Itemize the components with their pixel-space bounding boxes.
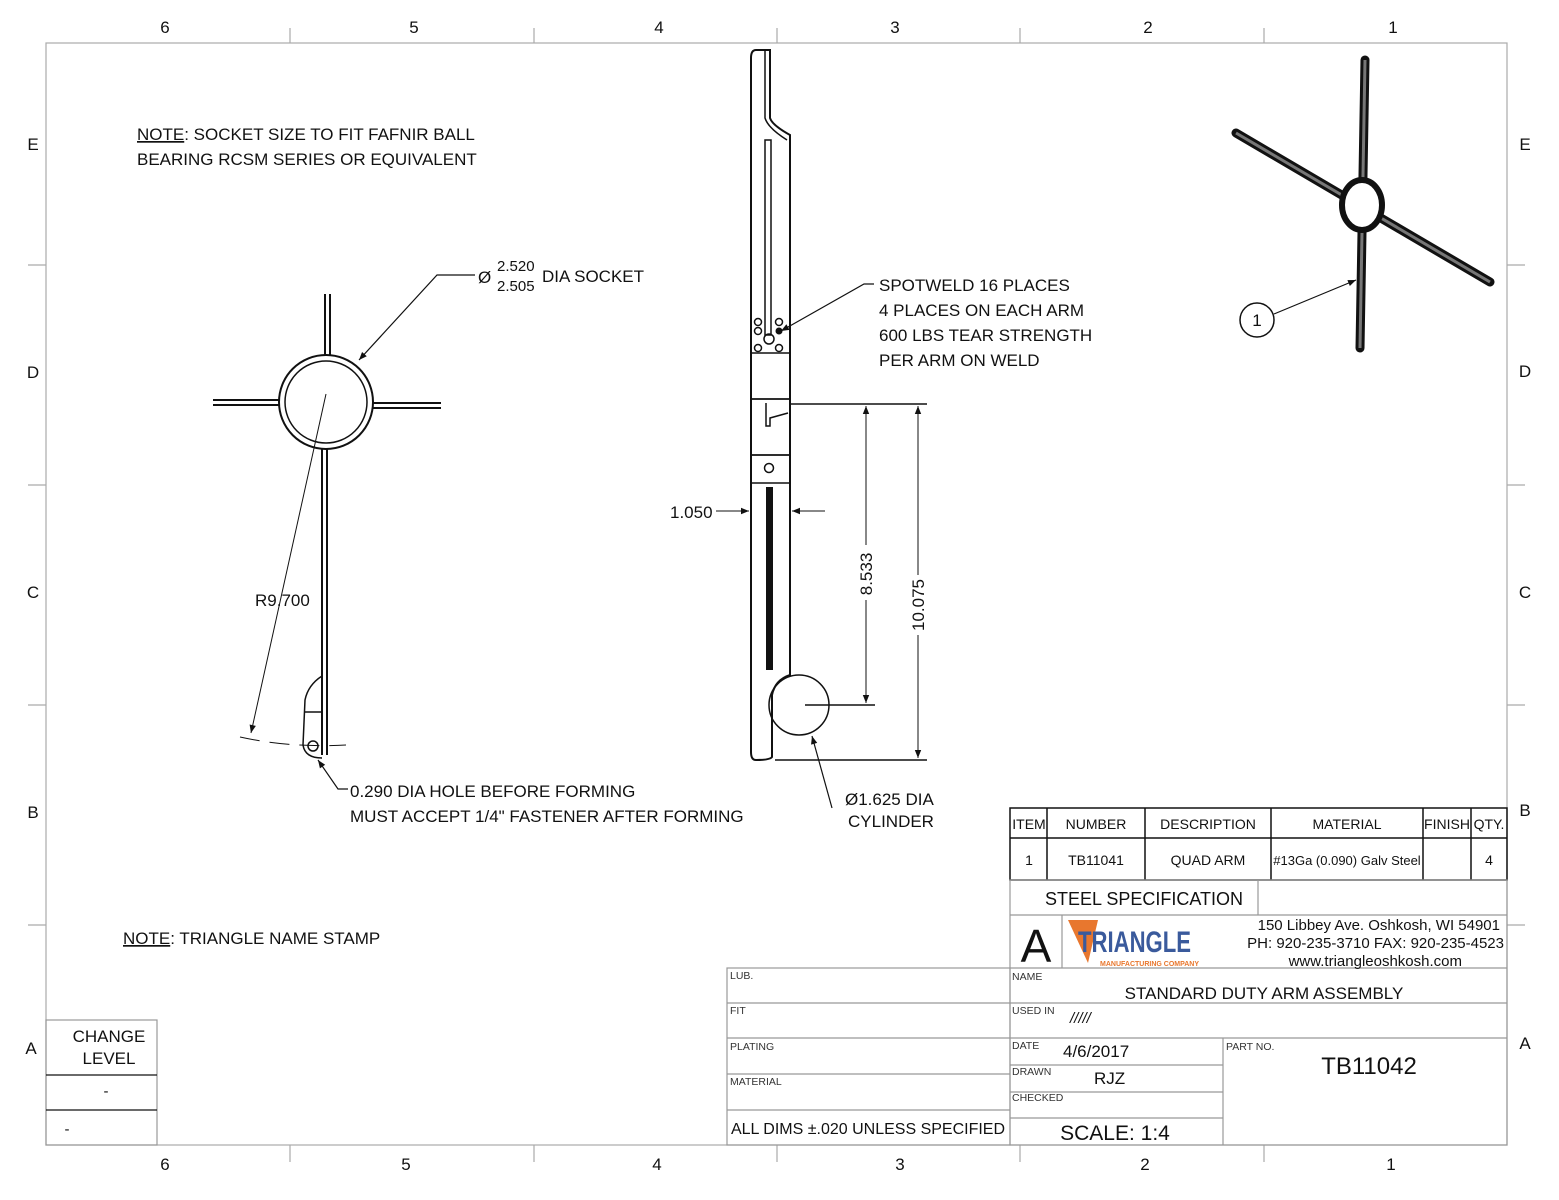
triangle-logo: TRIANGLE MANUFACTURING COMPANY [1068,920,1199,968]
side-view [716,49,927,809]
socket-dia-upper: 2.520 [497,258,535,275]
zone-bottom-6: 6 [160,1155,169,1174]
bom-header-number: NUMBER [1066,816,1127,832]
zone-bottom-2: 2 [1140,1155,1149,1174]
tolerance-note: ALL DIMS ±.020 UNLESS SPECIFIED [731,1121,1005,1138]
drawing-name: STANDARD DUTY ARM ASSEMBLY [1125,984,1404,1003]
date-value: 4/6/2017 [1063,1042,1129,1061]
item-balloon: 1 [1252,311,1261,330]
zone-top-5: 5 [409,18,418,37]
bom-cell-qty: 4 [1485,852,1493,868]
company-phone: PH: 920-235-3710 FAX: 920-235-4523 [1247,935,1504,952]
drawn-value: RJZ [1094,1069,1125,1088]
bom-header-finish: FINISH [1424,816,1470,832]
bom-header-description: DESCRIPTION [1160,816,1256,832]
width-dimension: 1.050 [670,503,713,522]
zone-left-b: B [27,803,38,822]
isometric-view [1231,55,1495,353]
zone-top-6: 6 [160,18,169,37]
zone-labels: 6 5 4 3 2 1 6 5 4 3 2 1 E D C B A E D C … [25,18,1531,1174]
lub-label: LUB. [730,970,753,982]
zone-bottom-1: 1 [1386,1155,1395,1174]
name-label: NAME [1012,971,1042,983]
title-block [45,879,1508,1146]
zone-bottom-4: 4 [652,1155,661,1174]
zone-bottom-3: 3 [895,1155,904,1174]
spotweld-line3: 600 LBS TEAR STRENGTH [879,326,1092,345]
zone-left-a: A [25,1039,37,1058]
svg-text:NOTE: TRIANGLE NAME STAMP: NOTE: TRIANGLE NAME STAMP [123,929,380,948]
part-number: TB11042 [1321,1053,1417,1080]
cylinder-line1: Ø1.625 DIA [845,790,934,809]
socket-dia-text: DIA SOCKET [542,267,644,286]
bom-cell-description: QUAD ARM [1171,852,1246,868]
zone-right-c: C [1519,583,1531,602]
zone-top-1: 1 [1388,18,1397,37]
socket-dia-lower: 2.505 [497,278,535,295]
zone-left-d: D [27,363,39,382]
change-level-header-2: LEVEL [83,1049,136,1068]
change-level-row: - [104,1083,109,1100]
bom-cell-material: #13Ga (0.090) Galv Steel [1273,853,1421,868]
top-view [213,274,475,790]
socket-dia-symbol: Ø [478,268,491,287]
bom-cell-number: TB11041 [1068,852,1124,868]
zone-right-a: A [1519,1034,1531,1053]
zone-right-e: E [1519,135,1530,154]
spotweld-line1: SPOTWELD 16 PLACES [879,276,1070,295]
plating-label: PLATING [730,1041,774,1053]
zone-right-d: D [1519,362,1531,381]
svg-text:MANUFACTURING COMPANY: MANUFACTURING COMPANY [1100,961,1199,968]
zone-top-4: 4 [654,18,663,37]
svg-text:TRIANGLE: TRIANGLE [1078,926,1191,959]
used-in-label: USED IN [1012,1005,1055,1017]
bom-header-item: ITEM [1012,816,1045,832]
change-level-row: - [65,1121,70,1138]
zone-bottom-5: 5 [401,1155,410,1174]
company-website: www.triangleoshkosh.com [1288,953,1462,970]
inner-height-dimension: 8.533 [857,553,876,596]
zone-top-2: 2 [1143,18,1152,37]
bom-header-material: MATERIAL [1313,816,1382,832]
drawn-label: DRAWN [1012,1066,1051,1078]
hole-note-line1: 0.290 DIA HOLE BEFORE FORMING [350,782,635,801]
revision-letter: A [1021,920,1052,972]
radius-dimension: R9.700 [255,591,310,610]
hole-note-line2: MUST ACCEPT 1/4" FASTENER AFTER FORMING [350,807,744,826]
date-label: DATE [1012,1040,1039,1052]
change-level-header-1: CHANGE [73,1027,146,1046]
cylinder-line2: CYLINDER [848,812,934,831]
zone-right-b: B [1519,801,1530,820]
spotweld-line4: PER ARM ON WELD [879,351,1040,370]
material-label: MATERIAL [730,1076,782,1088]
spotweld-line2: 4 PLACES ON EACH ARM [879,301,1084,320]
bom-cell-item: 1 [1025,852,1033,868]
zone-top-3: 3 [890,18,899,37]
bom-header-qty: QTY. [1474,816,1505,832]
zone-left-c: C [27,583,39,602]
zone-left-e: E [27,135,38,154]
svg-text:BEARING RCSM SERIES OR EQUIVAL: BEARING RCSM SERIES OR EQUIVALENT [137,150,477,169]
steel-specification: STEEL SPECIFICATION [1045,889,1243,909]
fit-label: FIT [730,1005,746,1017]
checked-label: CHECKED [1012,1092,1064,1104]
scale: SCALE: 1:4 [1060,1122,1170,1145]
socket-note: NOTE: SOCKET SIZE TO FIT FAFNIR BALL BEA… [137,125,477,169]
svg-text:NOTE: SOCKET SIZE TO FIT FAFN: NOTE: SOCKET SIZE TO FIT FAFNIR BALL [137,125,475,144]
used-in-value: ///// [1069,1010,1093,1027]
outer-height-dimension: 10.075 [909,579,928,631]
stamp-note: NOTE: TRIANGLE NAME STAMP [123,929,380,948]
part-no-label: PART NO. [1226,1041,1274,1053]
company-address: 150 Libbey Ave. Oshkosh, WI 54901 [1258,917,1500,934]
